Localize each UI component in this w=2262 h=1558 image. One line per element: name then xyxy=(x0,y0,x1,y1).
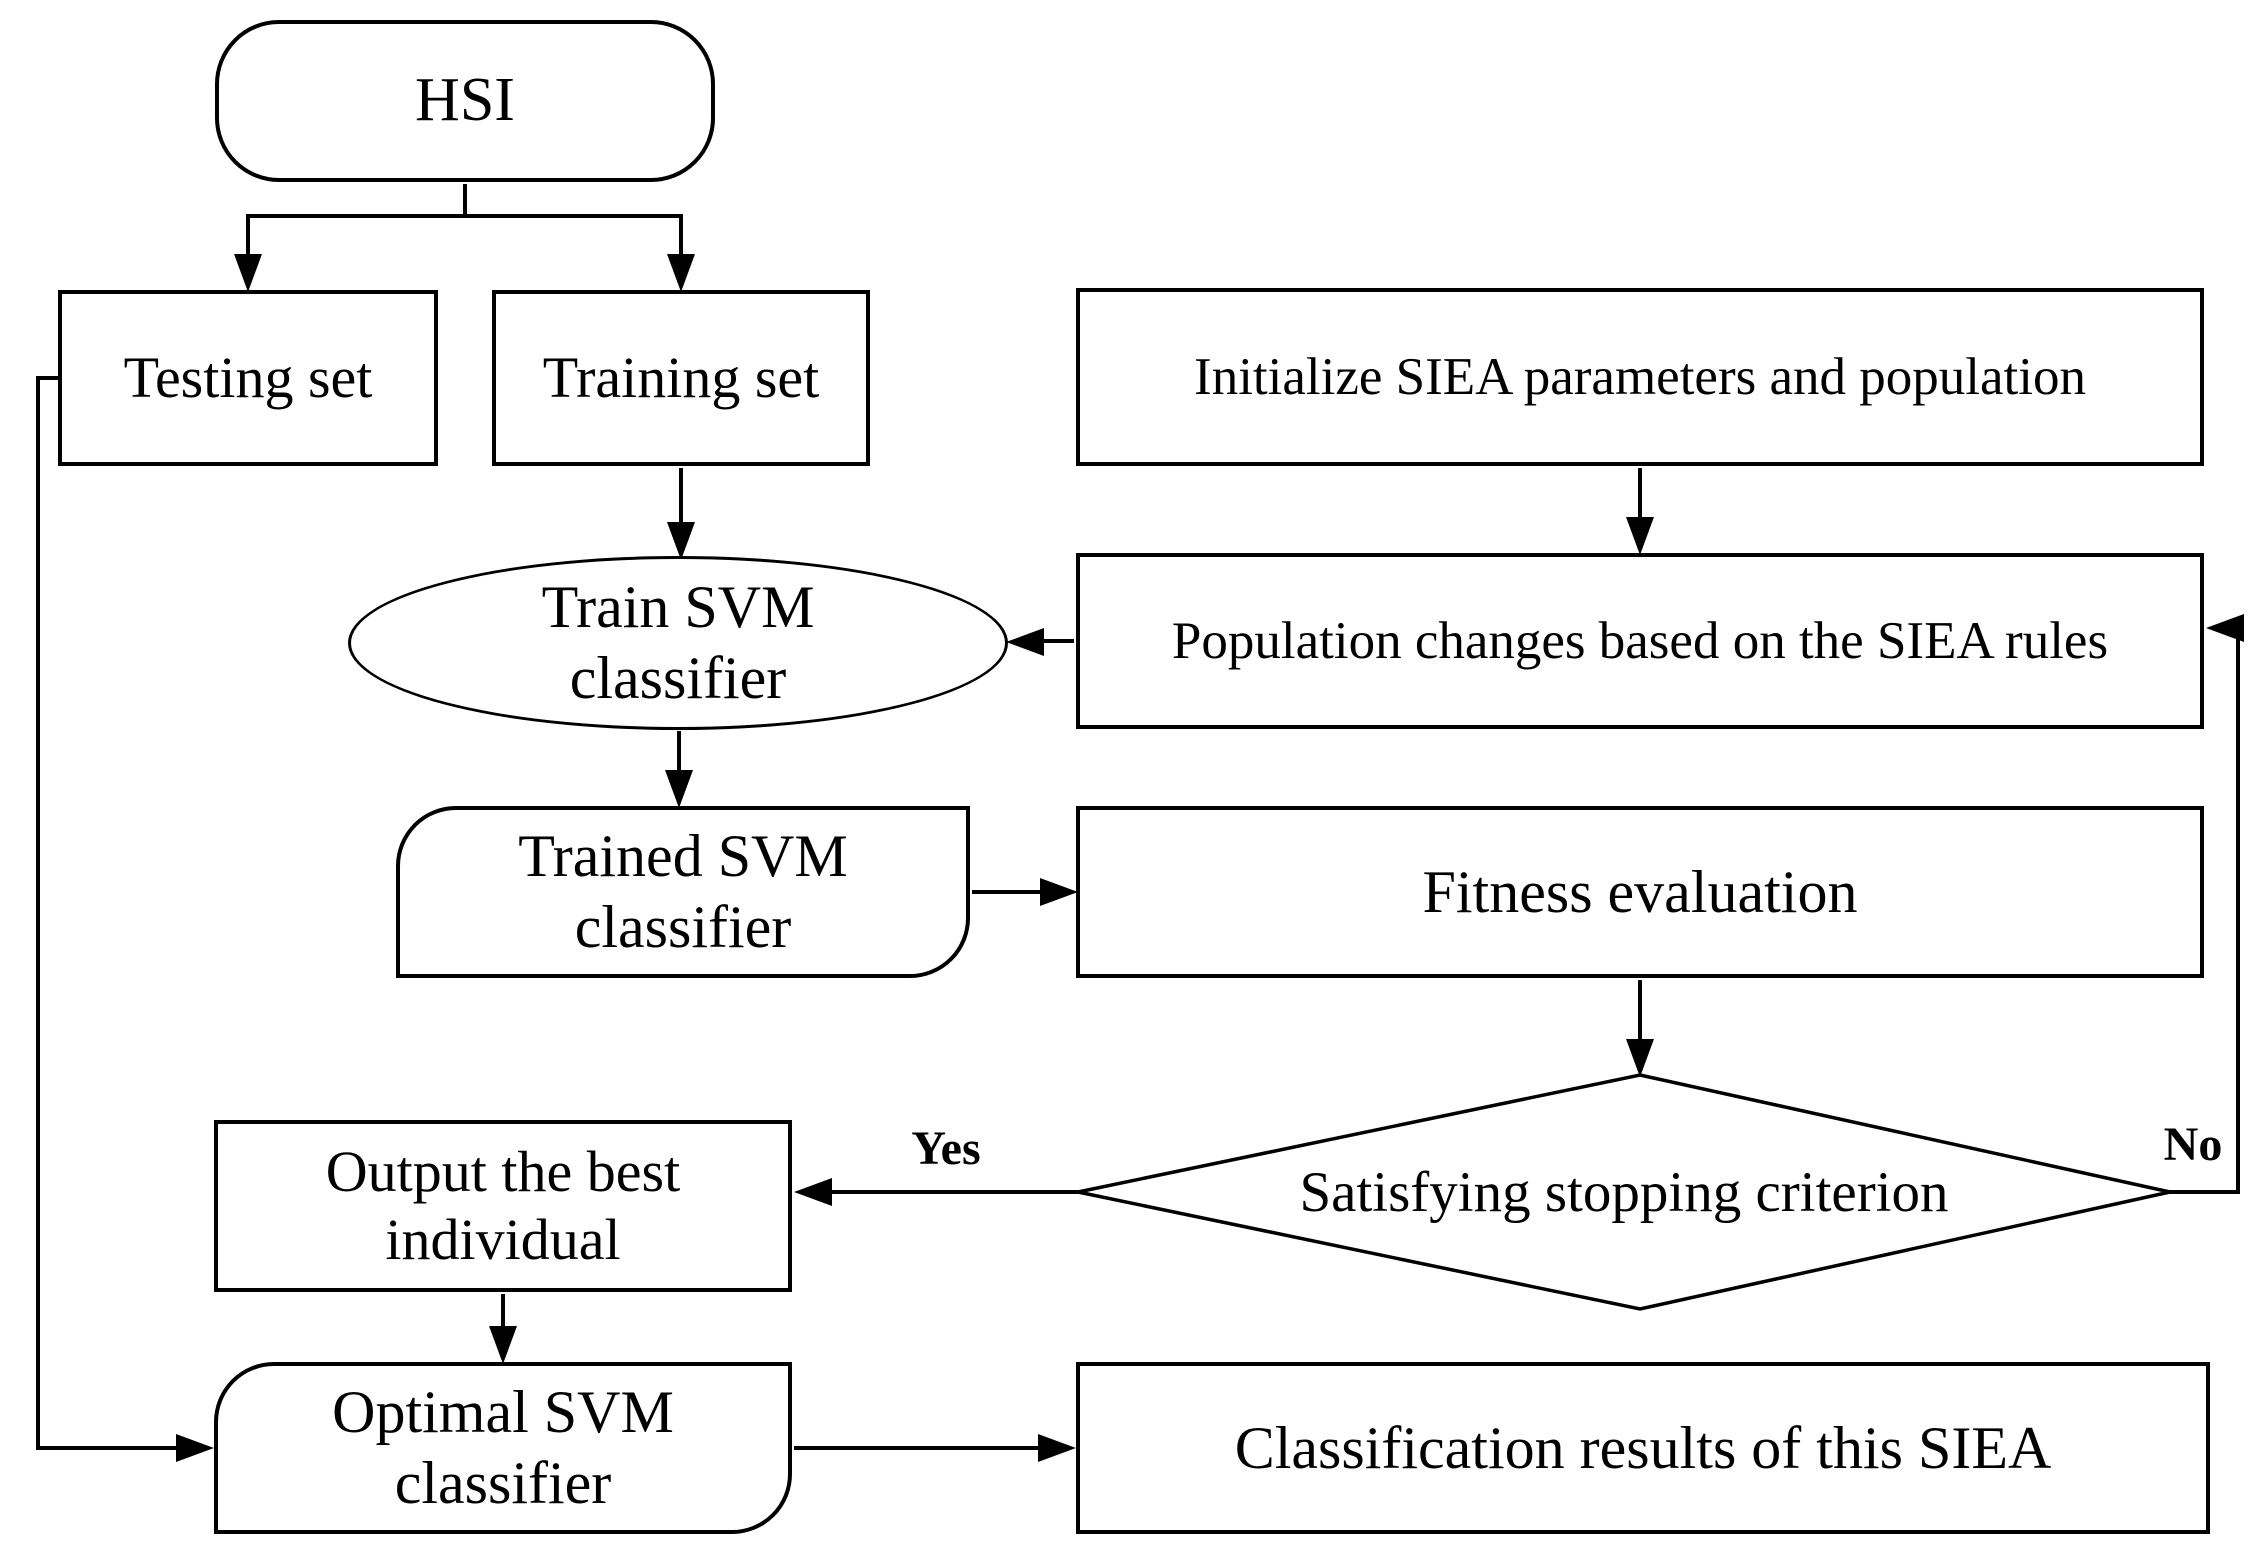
node-initialize-siea-label: Initialize SIEA parameters and populatio… xyxy=(1194,347,2086,406)
arrow-output-to-optimal xyxy=(489,1294,517,1364)
node-testing-set-label: Testing set xyxy=(123,344,373,410)
arrow-train-svm-to-trained-svm xyxy=(665,731,693,808)
node-population-changes-label: Population changes based on the SIEA rul… xyxy=(1171,611,2109,670)
node-output-best-individual-label: Output the best individual xyxy=(325,1138,681,1272)
node-optimal-svm-classifier-label: Optimal SVM classifier xyxy=(332,1379,674,1516)
decision-diamond-shape xyxy=(1077,1073,2171,1311)
node-classification-results: Classification results of this SIEA xyxy=(1076,1362,2210,1534)
arrow-diamond-yes-to-output xyxy=(794,1178,1078,1206)
arrow-hsi-split xyxy=(234,184,695,292)
node-trained-svm-classifier-label: Trained SVM classifier xyxy=(518,823,848,960)
arrow-fitness-to-diamond xyxy=(1626,980,1654,1077)
arrow-training-to-train-svm xyxy=(667,468,695,560)
node-testing-set: Testing set xyxy=(58,290,438,466)
arrow-diamond-no-to-population xyxy=(2170,614,2244,1194)
node-output-best-individual: Output the best individual xyxy=(214,1120,792,1292)
arrow-optimal-to-classification xyxy=(794,1434,1076,1462)
node-train-svm-classifier-label: Train SVM classifier xyxy=(541,574,815,711)
arrow-trained-svm-to-fitness xyxy=(972,878,1078,906)
node-stopping-criterion-label: Satisfying stopping criterion xyxy=(1299,1160,1949,1224)
node-fitness-evaluation: Fitness evaluation xyxy=(1076,806,2204,978)
node-hsi-label: HSI xyxy=(415,66,515,135)
edge-label-no: No xyxy=(2123,1116,2262,1172)
node-fitness-evaluation-label: Fitness evaluation xyxy=(1422,858,1858,925)
arrow-population-to-train-svm xyxy=(1006,628,1074,656)
node-training-set: Training set xyxy=(492,290,870,466)
node-population-changes: Population changes based on the SIEA rul… xyxy=(1076,553,2204,729)
node-trained-svm-classifier: Trained SVM classifier xyxy=(396,806,970,978)
node-classification-results-label: Classification results of this SIEA xyxy=(1234,1414,2052,1481)
edge-label-yes-text: Yes xyxy=(911,1121,981,1175)
node-train-svm-classifier: Train SVM classifier xyxy=(348,556,1008,730)
arrow-initialize-to-population xyxy=(1626,468,1654,555)
edge-label-no-text: No xyxy=(2163,1117,2223,1171)
node-training-set-label: Training set xyxy=(542,344,820,410)
node-optimal-svm-classifier: Optimal SVM classifier xyxy=(214,1362,792,1534)
node-initialize-siea: Initialize SIEA parameters and populatio… xyxy=(1076,288,2204,466)
node-stopping-criterion: Satisfying stopping criterion xyxy=(1178,1150,2070,1234)
arrow-testing-to-optimal xyxy=(36,376,214,1462)
node-hsi: HSI xyxy=(215,20,715,182)
edge-label-yes: Yes xyxy=(876,1120,1016,1176)
